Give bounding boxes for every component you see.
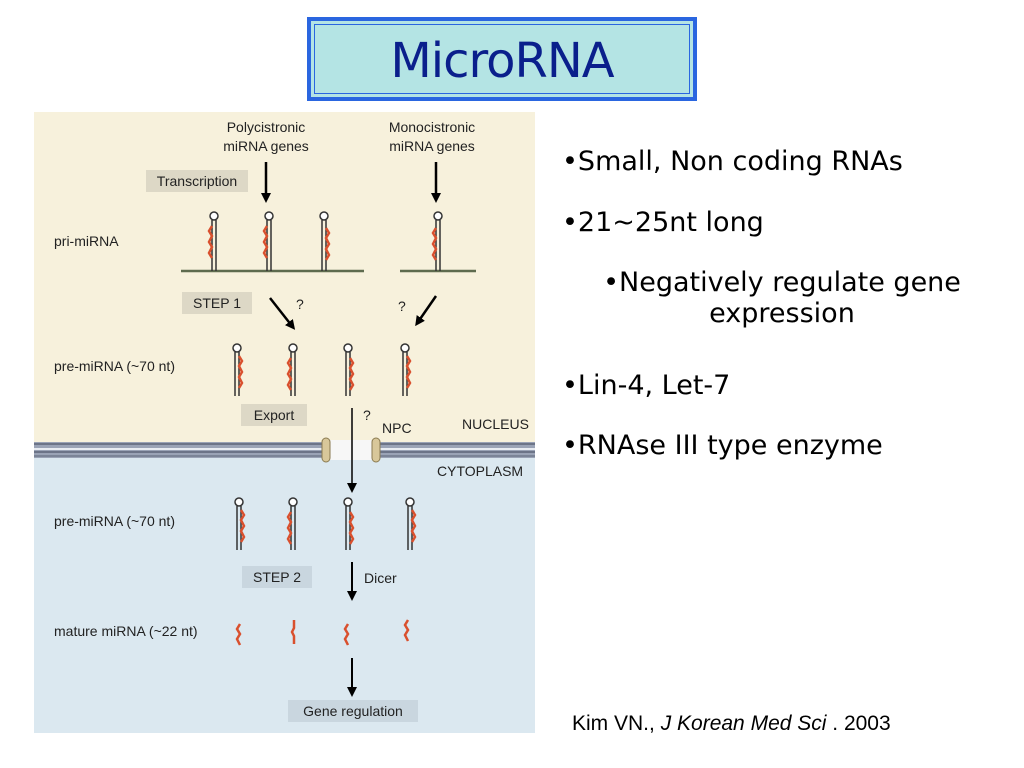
question-mark-1: ? bbox=[296, 296, 304, 312]
bullet-small-noncoding: •Small, Non coding RNAs bbox=[562, 146, 903, 177]
mirna-biogenesis-figure: Polycistronic miRNA genes Monocistronic … bbox=[34, 112, 535, 733]
step2-label: STEP 2 bbox=[253, 569, 301, 585]
gene-regulation-label: Gene regulation bbox=[303, 703, 403, 719]
pri-mirna-hairpins bbox=[207, 211, 443, 271]
title-box: MicroRNA bbox=[307, 17, 697, 101]
bullet-examples: •Lin-4, Let-7 bbox=[562, 370, 731, 401]
citation-journal: J Korean Med Sci bbox=[660, 712, 827, 735]
pri-mirna-label: pri-miRNA bbox=[54, 233, 119, 249]
pre-mirna-nucleus-label: pre-miRNA (~70 nt) bbox=[54, 358, 175, 374]
cytoplasm-region bbox=[34, 447, 535, 733]
step1-label: STEP 1 bbox=[193, 295, 241, 311]
dicer-label: Dicer bbox=[364, 570, 397, 586]
polycistronic-label-2: miRNA genes bbox=[223, 138, 309, 154]
export-label: Export bbox=[254, 407, 295, 423]
step1-arrow-left bbox=[269, 297, 296, 330]
bullet-length: •21~25nt long bbox=[562, 207, 764, 238]
citation-year: . 2003 bbox=[832, 712, 891, 735]
bullet-negative-regulation: •Negatively regulate gene expression bbox=[603, 267, 961, 329]
monocistronic-label: Monocistronic bbox=[389, 119, 475, 135]
cytoplasm-label: CYTOPLASM bbox=[437, 463, 523, 479]
nucleus-label: NUCLEUS bbox=[462, 416, 529, 432]
npc-label: NPC bbox=[382, 420, 412, 436]
slide-title: MicroRNA bbox=[390, 33, 614, 89]
pre-mirna-cytoplasm-label: pre-miRNA (~70 nt) bbox=[54, 513, 175, 529]
pre-mirna-cytoplasm-hairpins bbox=[234, 497, 417, 550]
nucleus-region bbox=[34, 112, 535, 447]
step1-arrow-right bbox=[415, 295, 438, 327]
question-mark-2: ? bbox=[398, 298, 406, 314]
citation: Kim VN., J Korean Med Sci . 2003 bbox=[572, 712, 891, 736]
bullet-enzyme: •RNAse III type enzyme bbox=[562, 430, 883, 461]
nuclear-envelope bbox=[34, 437, 535, 463]
transcription-label: Transcription bbox=[157, 173, 237, 189]
question-mark-3: ? bbox=[363, 407, 371, 423]
mature-mirna-label: mature miRNA (~22 nt) bbox=[54, 623, 198, 639]
monocistronic-label-2: miRNA genes bbox=[389, 138, 475, 154]
polycistronic-label: Polycistronic bbox=[227, 119, 306, 135]
mature-mirna-fragments bbox=[235, 619, 410, 646]
citation-authors: Kim VN., bbox=[572, 712, 655, 735]
pre-mirna-nucleus-hairpins bbox=[232, 343, 412, 396]
